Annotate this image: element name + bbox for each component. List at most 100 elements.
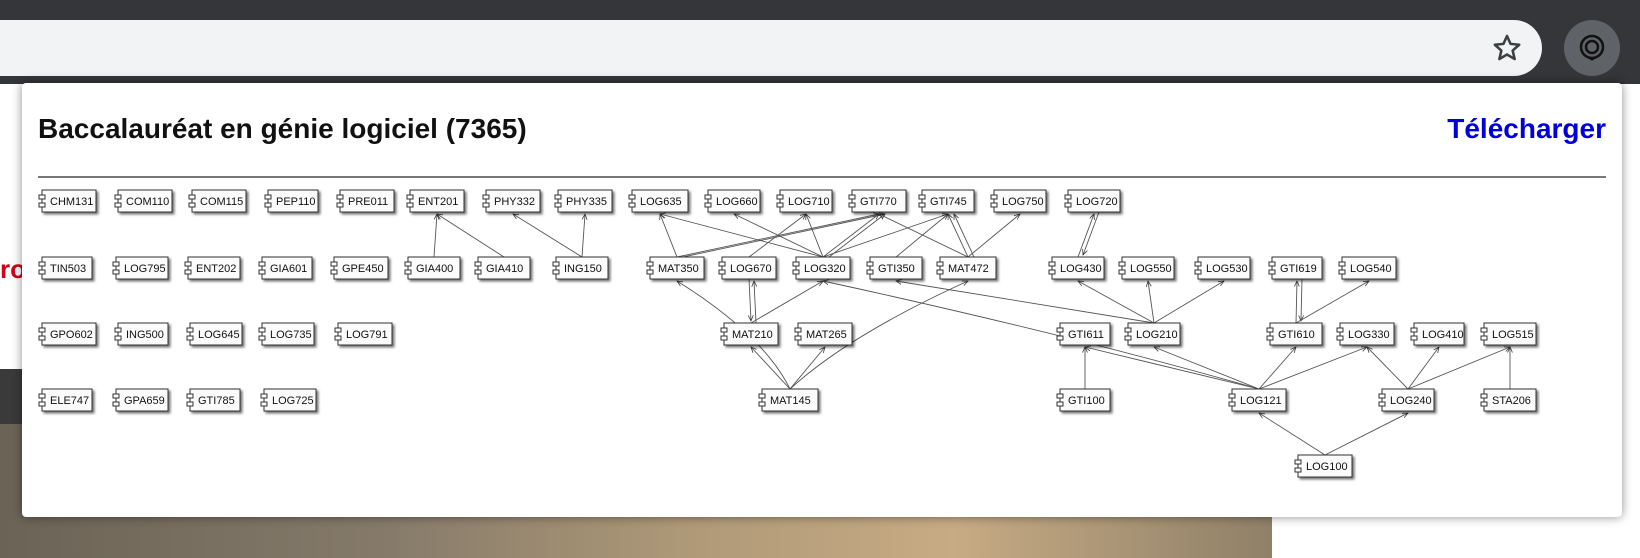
- component-icon: [1480, 393, 1488, 399]
- course-node-gia601[interactable]: GIA601: [258, 256, 313, 280]
- course-node-ing500[interactable]: ING500: [114, 322, 169, 346]
- course-node-mat210[interactable]: MAT210: [720, 322, 779, 346]
- course-node-phy332[interactable]: PHY332: [482, 189, 541, 213]
- component-icon: [38, 202, 46, 208]
- course-box: [477, 256, 531, 280]
- course-box: [407, 256, 461, 280]
- course-node-ing150[interactable]: ING150: [552, 256, 609, 280]
- course-node-log240[interactable]: LOG240: [1378, 388, 1435, 412]
- course-node-log645[interactable]: LOG645: [186, 322, 243, 346]
- course-node-gti610[interactable]: GTI610: [1266, 322, 1323, 346]
- course-node-log100[interactable]: LOG100: [1294, 454, 1353, 478]
- course-node-log735[interactable]: LOG735: [258, 322, 315, 346]
- course-node-log330[interactable]: LOG330: [1336, 322, 1395, 346]
- course-node-gti745[interactable]: GTI745: [918, 189, 975, 213]
- course-node-log121[interactable]: LOG121: [1228, 388, 1287, 412]
- profile-button[interactable]: [1564, 20, 1620, 76]
- prerequisite-edge-log320-gti770: [828, 214, 885, 258]
- course-node-gti611[interactable]: GTI611: [1056, 322, 1111, 346]
- course-node-log550[interactable]: LOG550: [1118, 256, 1175, 280]
- course-node-ent202[interactable]: ENT202: [184, 256, 241, 280]
- prerequisite-edge-log670-log710: [748, 214, 806, 258]
- background-link[interactable]: ro: [0, 254, 26, 284]
- component-icon: [628, 202, 636, 208]
- course-node-gpe450[interactable]: GPE450: [330, 256, 389, 280]
- course-node-mat265[interactable]: MAT265: [794, 322, 853, 346]
- course-code: GTI611: [1068, 329, 1104, 341]
- prerequisite-edge-log240-log515: [1407, 347, 1510, 390]
- component-icon: [1194, 261, 1202, 267]
- course-box: [1483, 322, 1537, 346]
- course-node-log670[interactable]: LOG670: [718, 256, 777, 280]
- course-node-gti785[interactable]: GTI785: [186, 388, 241, 412]
- course-box: [1051, 256, 1105, 280]
- course-node-log795[interactable]: LOG795: [112, 256, 169, 280]
- course-node-log791[interactable]: LOG791: [334, 322, 393, 346]
- component-icon: [38, 335, 46, 341]
- star-outline-icon[interactable]: [1490, 31, 1524, 65]
- course-node-com110[interactable]: COM110: [114, 189, 173, 213]
- course-node-tin503[interactable]: TIN503: [38, 256, 93, 280]
- address-bar[interactable]: [0, 20, 1542, 76]
- course-node-log320[interactable]: LOG320: [792, 256, 851, 280]
- course-code: GTI610: [1278, 329, 1315, 341]
- course-node-mat472[interactable]: MAT472: [936, 256, 997, 280]
- course-node-log530[interactable]: LOG530: [1194, 256, 1251, 280]
- course-code: GPE450: [342, 263, 384, 275]
- course-node-log540[interactable]: LOG540: [1338, 256, 1397, 280]
- component-icon: [482, 202, 490, 208]
- course-node-phy335[interactable]: PHY335: [554, 189, 613, 213]
- course-node-pep110[interactable]: PEP110: [264, 189, 319, 213]
- course-node-gia400[interactable]: GIA400: [404, 256, 461, 280]
- prerequisite-edge-log210-gti350: [896, 281, 1155, 324]
- course-code: GTI100: [1068, 395, 1105, 407]
- course-node-log660[interactable]: LOG660: [704, 189, 761, 213]
- course-box: [1059, 388, 1111, 412]
- course-node-log410[interactable]: LOG410: [1410, 322, 1465, 346]
- course-node-gti350[interactable]: GTI350: [866, 256, 923, 280]
- course-box: [921, 189, 975, 213]
- course-node-gia410[interactable]: GIA410: [474, 256, 531, 280]
- course-code: LOG791: [346, 329, 388, 341]
- course-node-ele747[interactable]: ELE747: [38, 388, 93, 412]
- course-node-com115[interactable]: COM115: [188, 189, 247, 213]
- course-node-mat145[interactable]: MAT145: [758, 388, 819, 412]
- course-node-sta206[interactable]: STA206: [1480, 388, 1537, 412]
- course-node-log750[interactable]: LOG750: [990, 189, 1047, 213]
- prerequisite-edge-gti610-gti619: [1296, 281, 1297, 324]
- course-node-gpa659[interactable]: GPA659: [112, 388, 169, 412]
- component-icon: [918, 194, 926, 200]
- component-icon: [792, 261, 800, 267]
- course-node-gti619[interactable]: GTI619: [1268, 256, 1323, 280]
- course-node-log710[interactable]: LOG710: [776, 189, 833, 213]
- prerequisite-edge-gti350-gti745: [895, 214, 948, 258]
- course-node-log515[interactable]: LOG515: [1480, 322, 1537, 346]
- component-icon: [186, 327, 194, 333]
- course-code: LOG410: [1422, 329, 1464, 341]
- course-code: LOG240: [1390, 395, 1432, 407]
- course-node-log635[interactable]: LOG635: [628, 189, 689, 213]
- course-code: LOG210: [1136, 329, 1178, 341]
- course-node-log720[interactable]: LOG720: [1064, 189, 1121, 213]
- course-box: [721, 256, 777, 280]
- course-node-mat350[interactable]: MAT350: [646, 256, 705, 280]
- course-box: [1413, 322, 1465, 346]
- download-link[interactable]: Télécharger: [1447, 113, 1606, 144]
- component-icon: [336, 202, 344, 208]
- course-node-gpo602[interactable]: GPO602: [38, 322, 97, 346]
- course-node-ent201[interactable]: ENT201: [406, 189, 465, 213]
- component-icon: [1378, 393, 1386, 399]
- component-icon: [1268, 269, 1276, 275]
- course-node-log430[interactable]: LOG430: [1048, 256, 1105, 280]
- component-icon: [1048, 261, 1056, 267]
- course-box: [261, 322, 315, 346]
- component-icon: [1410, 335, 1418, 341]
- course-node-log210[interactable]: LOG210: [1124, 322, 1181, 346]
- course-code: LOG540: [1350, 263, 1392, 275]
- course-node-gti770[interactable]: GTI770: [848, 189, 907, 213]
- course-node-chm131[interactable]: CHM131: [38, 189, 97, 213]
- course-node-pre011[interactable]: PRE011: [336, 189, 395, 213]
- component-icon: [334, 335, 342, 341]
- course-node-gti100[interactable]: GTI100: [1056, 388, 1111, 412]
- course-node-log725[interactable]: LOG725: [260, 388, 317, 412]
